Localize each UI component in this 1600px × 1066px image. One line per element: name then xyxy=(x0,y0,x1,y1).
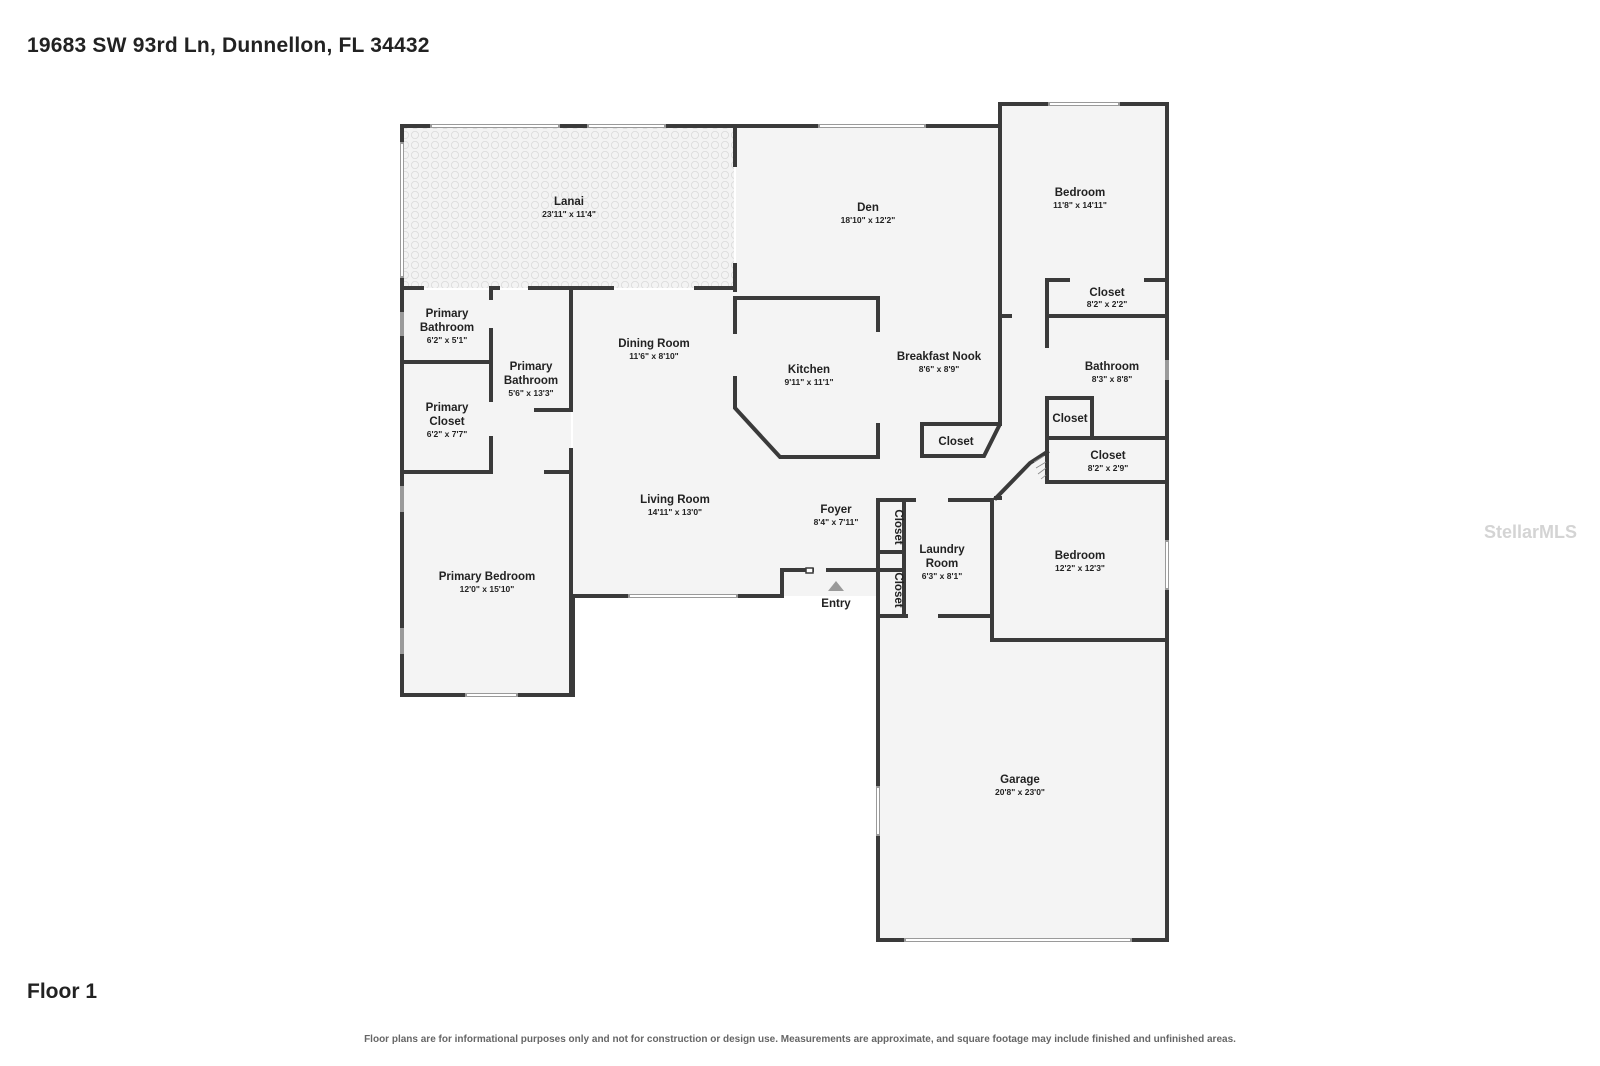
closet-foyer-upper-name: Closet xyxy=(892,509,904,544)
floor-fills xyxy=(403,106,1166,940)
laundry-room-name-1: Laundry xyxy=(919,544,965,556)
bedroom-2-name: Bedroom xyxy=(1055,550,1105,562)
foyer-name: Foyer xyxy=(820,504,852,516)
closet-1-name: Closet xyxy=(1089,287,1124,299)
closet-2-name: Closet xyxy=(1090,450,1125,462)
breakfast-nook-dims: 8'6" x 8'9" xyxy=(919,364,959,374)
bedroom-1-dims: 11'8" x 14'11" xyxy=(1053,200,1107,210)
disclaimer-text: Floor plans are for informational purpos… xyxy=(364,1034,1236,1045)
kitchen-name: Kitchen xyxy=(788,364,830,376)
closet-1-dims: 8'2" x 2'2" xyxy=(1087,299,1127,309)
primary-bathroom-2-dims: 5'6" x 13'3" xyxy=(508,388,553,398)
laundry-room-name-2: Room xyxy=(926,558,959,570)
primary-bathroom-1-name-1: Primary xyxy=(426,308,469,320)
primary-bedroom-name: Primary Bedroom xyxy=(439,571,536,583)
primary-bathroom-1-name-2: Bathroom xyxy=(420,322,474,334)
bedroom-2-dims: 12'2" x 12'3" xyxy=(1055,563,1105,573)
breakfast-nook-name: Breakfast Nook xyxy=(897,351,982,363)
closet-2-dims: 8'2" x 2'9" xyxy=(1088,463,1128,473)
entry-door xyxy=(805,567,844,591)
room-labels: Lanai 23'11" x 11'4" Den 18'10" x 12'2" … xyxy=(420,187,1139,797)
walls xyxy=(400,102,1169,942)
entry-label: Entry xyxy=(821,598,851,610)
floor-label: Floor 1 xyxy=(27,980,98,1003)
closet-nook-name: Closet xyxy=(938,436,973,448)
entry-arrow-icon xyxy=(828,581,844,591)
primary-closet-name-2: Closet xyxy=(429,416,464,428)
closet-foyer-lower-name: Closet xyxy=(892,572,904,607)
laundry-room-dims: 6'3" x 8'1" xyxy=(922,571,962,581)
primary-bathroom-2-name-1: Primary xyxy=(510,361,553,373)
lanai-floor xyxy=(403,128,734,288)
watermark-logo: StellarMLS xyxy=(1484,522,1578,542)
closet-bath-name: Closet xyxy=(1052,413,1087,425)
kitchen-dims: 9'11" x 11'1" xyxy=(785,377,834,387)
primary-closet-name-1: Primary xyxy=(426,402,469,414)
den-dims: 18'10" x 12'2" xyxy=(841,215,896,225)
foyer-dims: 8'4" x 7'11" xyxy=(814,517,859,527)
dining-room-name: Dining Room xyxy=(618,338,690,350)
dining-room-dims: 11'6" x 8'10" xyxy=(629,351,678,361)
lanai-dims: 23'11" x 11'4" xyxy=(542,209,596,219)
primary-bathroom-2-name-2: Bathroom xyxy=(504,375,558,387)
stair-hatch xyxy=(1033,455,1047,480)
lanai-name: Lanai xyxy=(554,196,584,208)
bathroom-name: Bathroom xyxy=(1085,361,1139,373)
living-room-name: Living Room xyxy=(640,494,710,506)
property-address: 19683 SW 93rd Ln, Dunnellon, FL 34432 xyxy=(27,34,430,57)
bedroom-1-name: Bedroom xyxy=(1055,187,1105,199)
garage-dims: 20'8" x 23'0" xyxy=(995,787,1045,797)
primary-bedroom-dims: 12'0" x 15'10" xyxy=(460,584,515,594)
den-name: Den xyxy=(857,202,879,214)
garage-name: Garage xyxy=(1000,774,1040,786)
primary-bathroom-1-dims: 6'2" x 5'1" xyxy=(427,335,467,345)
living-room-dims: 14'11" x 13'0" xyxy=(648,507,702,517)
bathroom-dims: 8'3" x 8'8" xyxy=(1092,374,1132,384)
primary-closet-dims: 6'2" x 7'7" xyxy=(427,429,467,439)
windows xyxy=(400,102,1169,942)
